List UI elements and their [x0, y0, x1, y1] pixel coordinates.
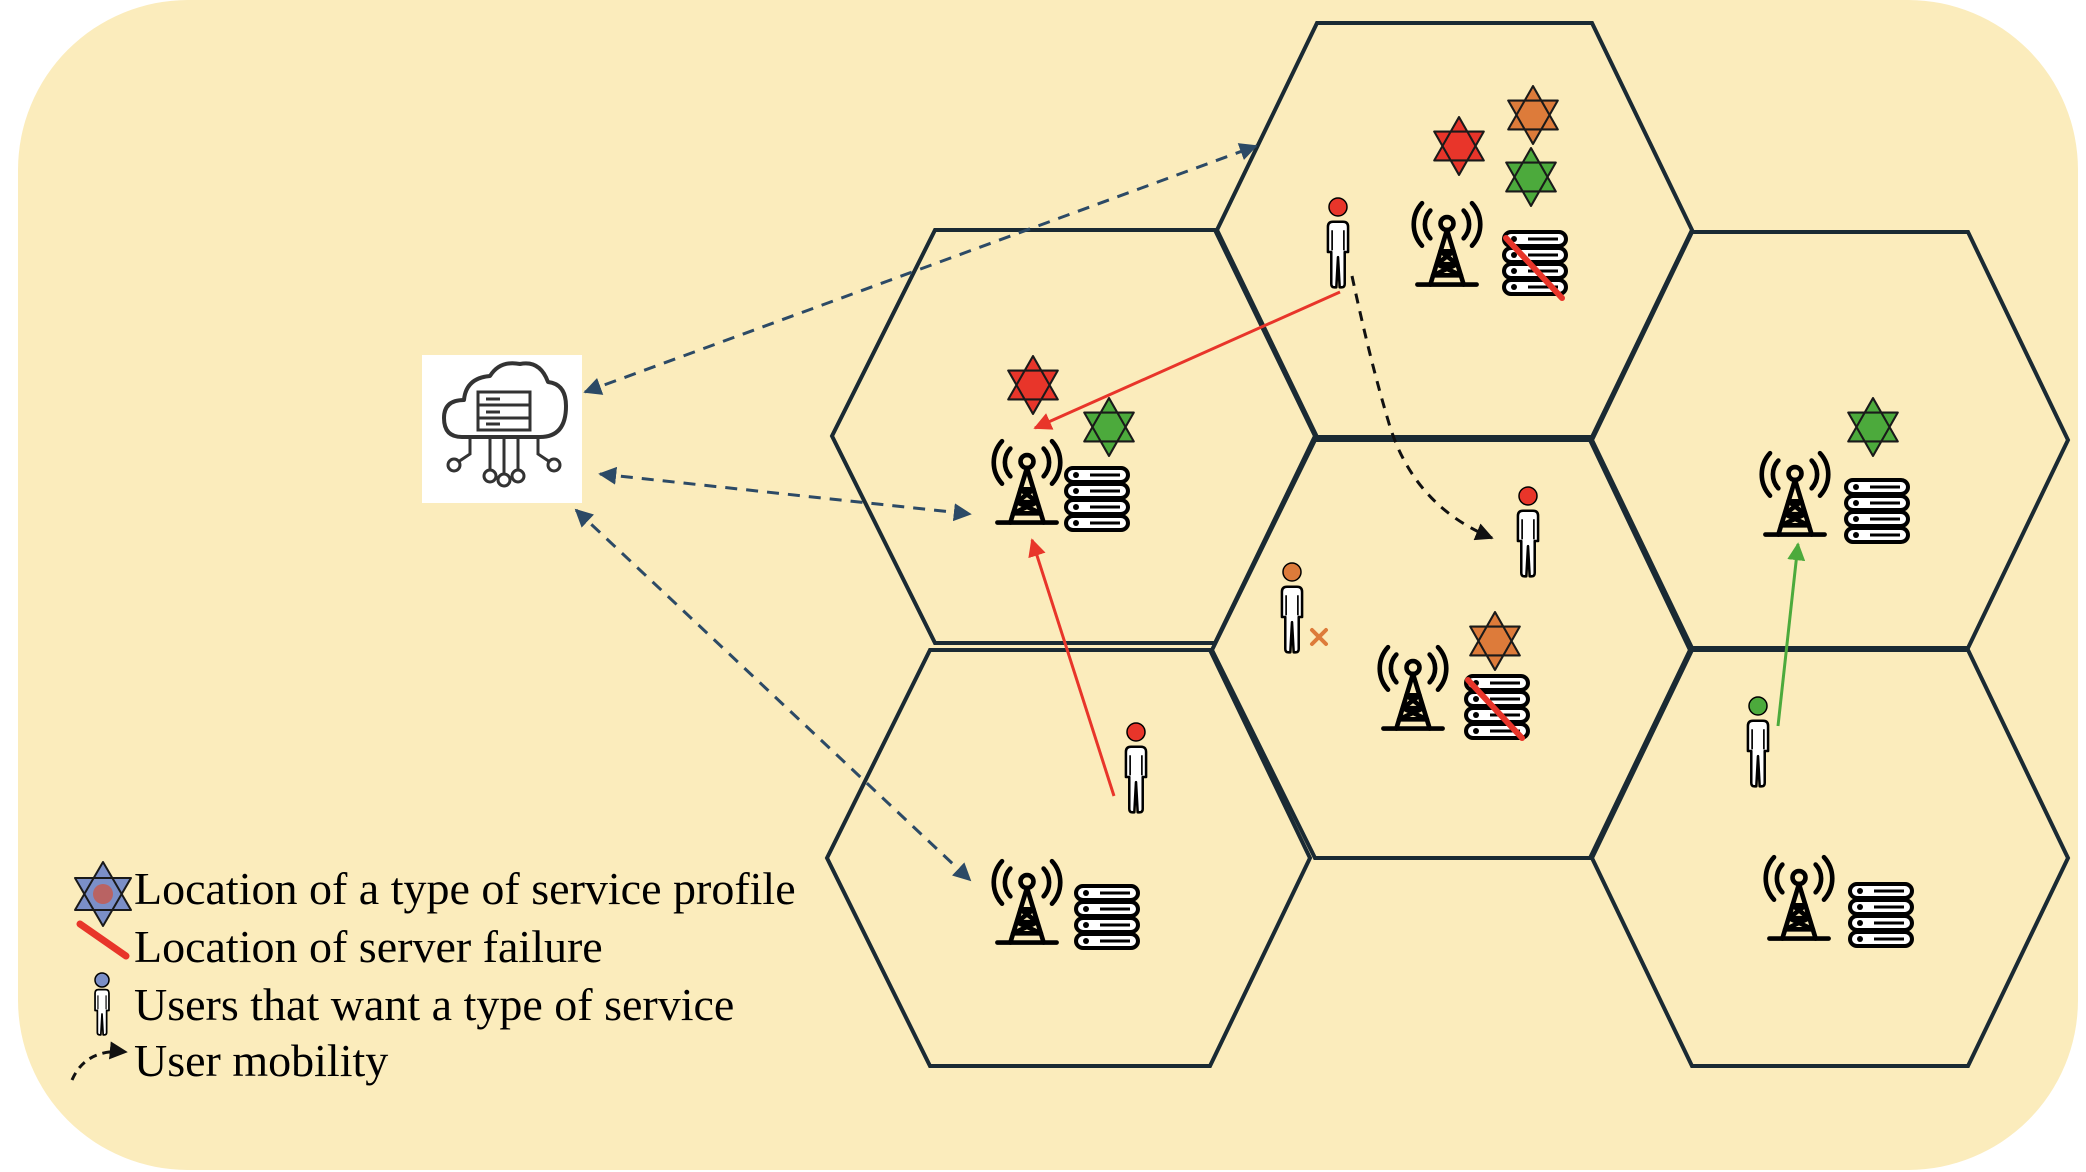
- server-rack-icon: [1074, 884, 1140, 950]
- server-rack-icon: [1502, 230, 1568, 296]
- cloud-server-icon: [422, 355, 582, 503]
- request-arrow-red-top-user: [1033, 290, 1341, 430]
- user-icon: [1746, 696, 1770, 788]
- server-rack-icon: [1064, 466, 1130, 532]
- link-cloud-lower-left-cell: [574, 508, 972, 882]
- user-mobility-arrow: [1350, 275, 1494, 541]
- legend-service-profile-label: Location of a type of service profile: [134, 863, 796, 914]
- legend-user-icon: [93, 972, 111, 1036]
- link-cloud-top-cell: [583, 143, 1258, 395]
- legend-failure-icon: [76, 920, 130, 960]
- user-icon: [1326, 197, 1350, 289]
- request-arrow-red-bottom-user: [1028, 538, 1116, 797]
- user-icon: [1516, 486, 1540, 578]
- hex-cell-lower-right: [1589, 648, 2071, 1068]
- legend: Location of a type of service profile Lo…: [70, 861, 796, 1086]
- server-rack-icon: [1848, 882, 1914, 948]
- legend-server-failure-label: Location of server failure: [134, 921, 603, 972]
- user-icon: [1280, 562, 1328, 654]
- legend-mobility-icon: [70, 1041, 128, 1081]
- server-rack-icon: [1844, 478, 1910, 544]
- failure-slash-icon: [1503, 235, 1565, 301]
- request-arrow-green-user: [1776, 542, 1806, 727]
- failure-slash-icon: [1465, 677, 1525, 741]
- legend-mobility-label: User mobility: [134, 1035, 388, 1086]
- legend-users-label: Users that want a type of service: [134, 979, 734, 1030]
- user-icon: [1124, 722, 1148, 814]
- user-denied-icon: [1310, 628, 1328, 646]
- cloud-links: [574, 143, 1258, 882]
- legend-star-icon: [74, 861, 132, 927]
